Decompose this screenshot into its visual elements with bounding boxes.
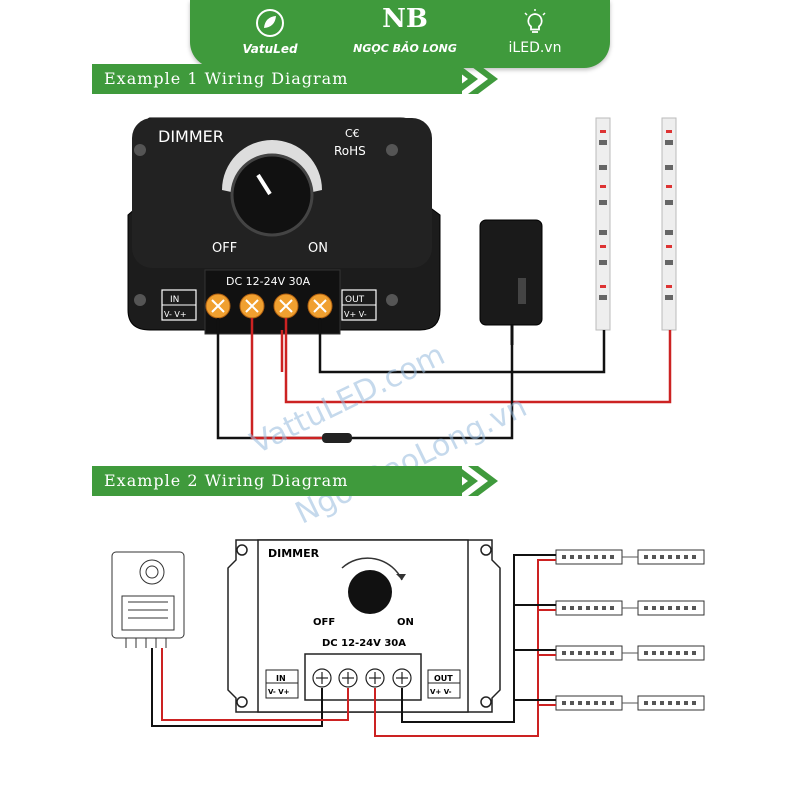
- out-label: OUT: [345, 295, 365, 305]
- on-label: ON: [397, 617, 414, 628]
- mount-hole: [480, 544, 492, 556]
- in-label: IN: [170, 295, 179, 305]
- dimmer-label: DIMMER: [268, 547, 320, 560]
- example2-title-banner: Example 2 Wiring Diagram: [92, 466, 462, 496]
- rating-label: DC 12-24V 30A: [322, 638, 406, 649]
- brand-ngocbaolong-label: NGỌC BẢO LONG: [353, 42, 457, 55]
- dimmer-label: DIMMER: [158, 127, 224, 146]
- mount-hole: [480, 696, 492, 708]
- dimmer-knob[interactable]: [230, 153, 314, 237]
- dc-connector: [322, 433, 352, 443]
- led-strip: [661, 117, 677, 331]
- off-label: OFF: [313, 617, 335, 628]
- led-chips: [562, 555, 696, 705]
- led-strip-array: [555, 549, 705, 711]
- brand-vatuled-label: VatuLed: [242, 42, 298, 56]
- led-strip: [595, 117, 611, 331]
- power-adapter: [479, 219, 543, 345]
- out-label: OUT: [434, 674, 453, 683]
- knob-scale-arc: [222, 140, 322, 193]
- rohs-mark: RoHS: [334, 144, 366, 158]
- leaf-icon: [255, 8, 285, 42]
- in-label-box: [265, 669, 299, 699]
- brand-header: VatuLed NB NGỌC BẢO LONG iLED.vn: [190, 0, 610, 68]
- mount-hole: [386, 294, 398, 306]
- mount-hole: [236, 696, 248, 708]
- power-supply: [111, 551, 185, 648]
- example2-title: Example 2 Wiring Diagram: [104, 471, 349, 490]
- nb-logo: NB: [382, 4, 428, 34]
- example1-title: Example 1 Wiring Diagram: [104, 69, 349, 88]
- strip-links: [622, 556, 638, 704]
- brand-ngocbaolong[interactable]: NB NGỌC BẢO LONG: [340, 0, 470, 68]
- in-label: IN: [276, 674, 286, 683]
- in-terminals: V- V+: [164, 310, 187, 319]
- brand-iled-label: iLED.vn: [508, 40, 562, 56]
- example1-title-banner: Example 1 Wiring Diagram: [92, 64, 462, 94]
- knob-pointer: [256, 173, 272, 196]
- mount-hole: [134, 294, 146, 306]
- rotation-arrow-icon: [341, 557, 403, 581]
- example1-diagram: DIMMER C€ RoHS OFF ON DC 12-24V 30A IN V…: [127, 117, 677, 443]
- lightbulb-icon: [520, 8, 550, 42]
- ce-mark: C€: [345, 127, 360, 140]
- brand-iled[interactable]: iLED.vn: [485, 0, 585, 68]
- off-label: OFF: [212, 241, 237, 256]
- on-label: ON: [308, 241, 328, 256]
- brand-vatuled[interactable]: VatuLed: [210, 0, 330, 68]
- banner-stripes: [448, 466, 498, 496]
- wires-example1: [216, 318, 672, 440]
- out-terminals: V+ V-: [430, 688, 452, 696]
- mount-hole: [134, 144, 146, 156]
- in-terminals: V- V+: [268, 688, 290, 696]
- out-terminals: V+ V-: [344, 310, 367, 319]
- mount-hole: [386, 144, 398, 156]
- mount-hole: [236, 544, 248, 556]
- banner-stripes: [448, 64, 498, 94]
- dimmer-knob[interactable]: [348, 570, 392, 614]
- dimmer-device: DIMMER C€ RoHS OFF ON DC 12-24V 30A IN V…: [127, 117, 441, 335]
- wires-example2: [151, 554, 556, 737]
- rating-label: DC 12-24V 30A: [226, 275, 311, 288]
- out-label-box: [427, 669, 461, 699]
- example2-diagram: DIMMER OFF ON DC 12-24V 30A IN V- V+ OUT…: [111, 539, 705, 737]
